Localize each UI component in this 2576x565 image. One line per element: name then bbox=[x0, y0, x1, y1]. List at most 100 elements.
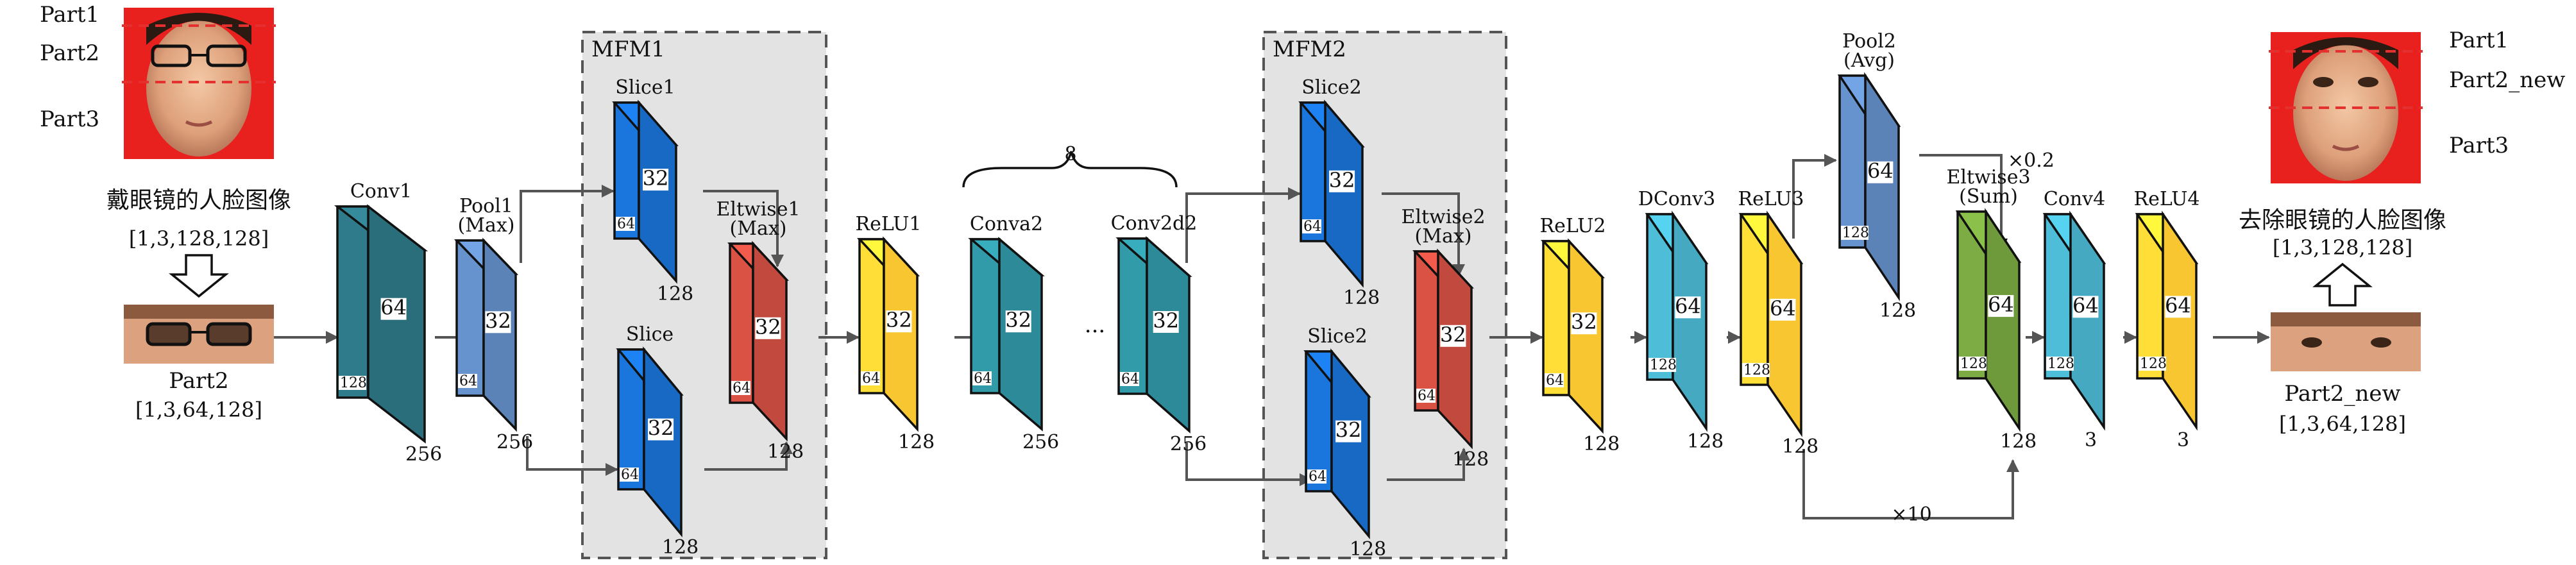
block-front-face bbox=[1117, 237, 1148, 395]
block-width-label: 128 bbox=[2000, 430, 2037, 453]
ellipsis: ... bbox=[1085, 312, 1105, 338]
block-height-label: 64 bbox=[1546, 373, 1564, 389]
output-caption-size: [1,3,128,128] bbox=[2273, 235, 2412, 260]
block-front-face bbox=[336, 205, 369, 399]
block-width-label: 128 bbox=[1879, 299, 1916, 322]
block-depth-tag bbox=[620, 468, 639, 482]
block-title: Conv2d2 bbox=[1111, 212, 1198, 235]
block-width-label: 128 bbox=[662, 536, 699, 559]
block-width-label: 128 bbox=[1452, 448, 1489, 471]
block-width-label: 128 bbox=[1343, 287, 1380, 309]
block-dim-tag bbox=[1335, 420, 1362, 443]
input-part2-label: Part2 bbox=[40, 40, 99, 66]
block-title: Pool2 bbox=[1842, 30, 1896, 53]
block-title: Slice1 bbox=[615, 76, 675, 99]
block-channels-label: 64 bbox=[1675, 294, 1701, 318]
block-title: ReLU3 bbox=[1738, 188, 1804, 210]
block-depth-tag bbox=[2046, 357, 2074, 371]
block-title: Eltwise3 bbox=[1946, 166, 2030, 189]
block-dim-tag bbox=[1571, 312, 1597, 335]
input-caption: 戴眼镜的人脸图像 bbox=[106, 187, 291, 214]
input-part2-crop bbox=[124, 305, 274, 364]
block-height-label: 64 bbox=[1309, 469, 1326, 485]
block-dim-tag bbox=[1005, 310, 1031, 333]
block-dim-tag bbox=[648, 418, 674, 441]
mfm2-label: MFM2 bbox=[1273, 37, 1346, 62]
block-dim-tag bbox=[1675, 296, 1701, 319]
input-caption-size: [1,3,128,128] bbox=[129, 226, 269, 251]
block-dim-tag bbox=[2072, 296, 2099, 318]
block-depth-tag bbox=[339, 376, 366, 390]
block-depth-tag bbox=[972, 371, 992, 385]
block-channels-label: 32 bbox=[886, 308, 912, 332]
block-channels-label: 32 bbox=[1335, 418, 1362, 443]
block-title: ReLU4 bbox=[2134, 188, 2200, 210]
block-depth-tag bbox=[1302, 219, 1321, 233]
crop-down-arrow bbox=[169, 254, 229, 298]
block-side-face bbox=[2162, 210, 2198, 431]
block-channels-label: 32 bbox=[643, 166, 669, 190]
output-caption: 去除眼镜的人脸图像 bbox=[2239, 207, 2446, 233]
block-height-label: 128 bbox=[2140, 356, 2167, 372]
block-channels-label: 64 bbox=[2165, 293, 2191, 317]
input-part2-size: [1,3,64,128] bbox=[135, 398, 262, 422]
block-slice2-8: 32 64 128 Slice2 bbox=[1298, 76, 1380, 309]
block-width-label: 128 bbox=[657, 283, 693, 305]
output-part2-caption: Part2_new bbox=[2284, 381, 2400, 407]
block-side-face bbox=[1437, 248, 1473, 450]
skip-scale-label: ×10 bbox=[1891, 503, 1931, 526]
block-title: Conv1 bbox=[350, 180, 412, 203]
block-side-face bbox=[367, 204, 426, 444]
block-side-face bbox=[643, 346, 682, 537]
block-width-label: 256 bbox=[496, 431, 533, 453]
block-width-label: 128 bbox=[767, 441, 804, 463]
block-dim-tag bbox=[886, 310, 912, 333]
block-depth-tag bbox=[1120, 372, 1139, 386]
block-channels-label: 64 bbox=[2072, 293, 2099, 317]
block-relu4-17: 64 128 3 ReLU4 bbox=[2134, 188, 2200, 451]
block-title: DConv3 bbox=[1638, 188, 1715, 210]
block-width-label: 3 bbox=[2177, 429, 2189, 451]
layer-blocks: 64128256Conv13264256Pool1(Max)3264128Sli… bbox=[334, 30, 2200, 561]
block-channels-label: 32 bbox=[1329, 168, 1355, 192]
block-subtitle: (Max) bbox=[730, 217, 787, 240]
block-depth-tag bbox=[458, 374, 477, 388]
block-side-face bbox=[482, 237, 517, 432]
block-width-label: 3 bbox=[2085, 429, 2097, 451]
block-depth-tag bbox=[861, 371, 880, 385]
block-channels-label: 32 bbox=[1571, 310, 1597, 334]
block-height-label: 128 bbox=[1842, 225, 1869, 241]
block-depth-tag bbox=[1416, 389, 1436, 403]
block-depth-tag bbox=[1841, 226, 1868, 240]
block-height-label: 128 bbox=[1743, 362, 1770, 378]
block-side-face bbox=[1146, 236, 1191, 434]
block-channels-label: 32 bbox=[1153, 308, 1179, 333]
block-side-face bbox=[638, 99, 677, 284]
block-channels-label: 64 bbox=[1770, 296, 1796, 321]
block-height-label: 128 bbox=[2047, 356, 2074, 372]
output-part2-crop bbox=[2271, 312, 2421, 371]
input-part2-caption: Part2 bbox=[169, 368, 228, 394]
block-height-label: 64 bbox=[621, 467, 639, 483]
output-part2-size: [1,3,64,128] bbox=[2279, 412, 2406, 436]
block-height-label: 64 bbox=[1303, 219, 1321, 235]
block-depth-tag bbox=[616, 217, 635, 231]
block-title: Eltwise2 bbox=[1401, 206, 1485, 228]
block-height-label: 64 bbox=[733, 380, 750, 396]
block-title: Slice bbox=[626, 323, 674, 346]
input-part1-label: Part1 bbox=[40, 2, 99, 28]
block-title: Slice2 bbox=[1301, 76, 1361, 99]
block-depth-tag bbox=[1959, 357, 1987, 371]
block-width-label: 256 bbox=[405, 443, 442, 466]
block-subtitle: (Max) bbox=[1415, 225, 1472, 248]
block-dim-tag bbox=[485, 311, 511, 333]
input-part3-label: Part3 bbox=[40, 106, 99, 132]
block-width-label: 128 bbox=[1583, 433, 1620, 455]
block-depth-tag bbox=[1307, 469, 1326, 484]
